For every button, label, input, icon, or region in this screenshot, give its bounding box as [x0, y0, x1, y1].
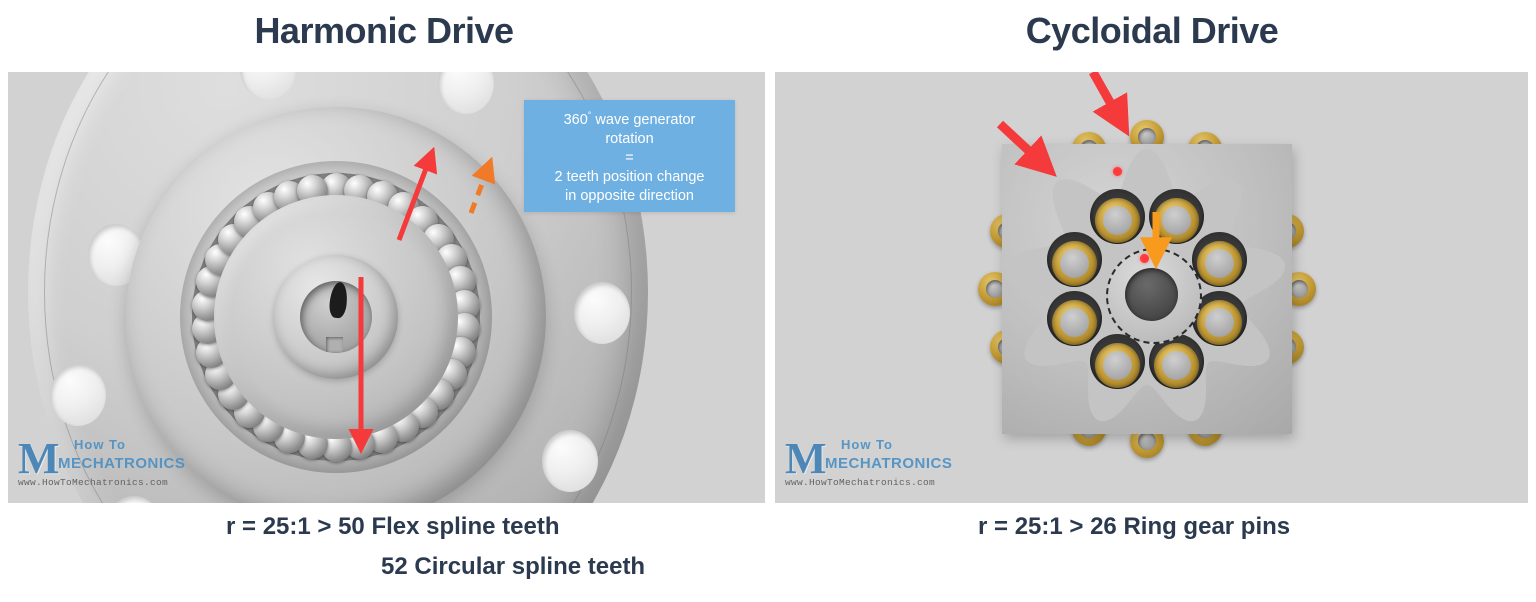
harmonic-annotation-arrows [348, 146, 496, 455]
watermark-line-1: How To [841, 437, 893, 452]
input-shaft-bore [1125, 268, 1178, 321]
output-pin-hole [1191, 231, 1247, 287]
flange-bolt-hole [574, 282, 630, 344]
harmonic-drive-illustration: 360° wave generator rotation = 2 teeth p… [8, 72, 765, 503]
wave-generator-annotation: 360° wave generator rotation = 2 teeth p… [524, 100, 735, 212]
annotation-line-2: rotation [605, 130, 654, 147]
flange-bolt-hole [50, 364, 106, 426]
ring-pin-pointer-arrow-left [996, 120, 1057, 177]
watermark-line-2: MECHATRONICS [58, 455, 186, 472]
watermark-url: www.HowToMechatronics.com [785, 477, 936, 488]
ring-pin-pointer-arrow-right [1089, 72, 1130, 137]
page-title-cycloidal-drive: Cycloidal Drive [1025, 10, 1279, 51]
keyway-slot [326, 337, 343, 352]
output-pin-hole [1089, 189, 1145, 245]
page-title-harmonic-drive: Harmonic Drive [254, 10, 514, 51]
flange-bolt-hole [106, 496, 162, 503]
annotation-line-5: in opposite direction [565, 187, 694, 204]
caption-harmonic-line-2: 52 Circular spline teeth [381, 553, 646, 580]
caption-harmonic-line-1: r = 25:1 > 50 Flex spline teeth [226, 513, 560, 540]
harmonic-drive-panel: 360° wave generator rotation = 2 teeth p… [8, 72, 765, 503]
watermark-monogram: M [18, 434, 60, 483]
tooth-offset-dashed-arrow [468, 156, 496, 214]
output-pin-hole [1089, 333, 1145, 389]
caption-cycloidal-line-1: r = 25:1 > 26 Ring gear pins [978, 513, 1291, 540]
watermark-url: www.HowToMechatronics.com [18, 477, 169, 488]
tooth-engagement-arrow [396, 146, 438, 241]
reference-mark-dot [1113, 167, 1122, 176]
annotation-line-1: 360° wave generator [563, 110, 696, 128]
cycloidal-disc-lobed-profile [1002, 144, 1292, 434]
watermark-line-2: MECHATRONICS [825, 455, 953, 472]
cycloidal-annotation-arrows [996, 72, 1173, 270]
output-pin-hole [1047, 231, 1103, 287]
degree-symbol: ° [587, 110, 592, 120]
watermark-line-1: How To [74, 437, 126, 452]
watermark-logo-right: M How To MECHATRONICS www.HowToMechatron… [785, 431, 952, 493]
annotation-line-4: 2 teeth position change [554, 168, 705, 185]
watermark-logo-left: M How To MECHATRONICS www.HowToMechatron… [18, 431, 185, 493]
cycloidal-drive-panel: M How To MECHATRONICS www.HowToMechatron… [775, 72, 1528, 503]
annotation-line-3: = [625, 149, 634, 166]
cycloidal-drive-illustration: M How To MECHATRONICS www.HowToMechatron… [775, 72, 1528, 503]
flange-bolt-hole [542, 430, 598, 492]
output-pin-hole [1149, 333, 1205, 389]
output-pin-hole [1047, 291, 1103, 347]
watermark-monogram: M [785, 434, 827, 483]
